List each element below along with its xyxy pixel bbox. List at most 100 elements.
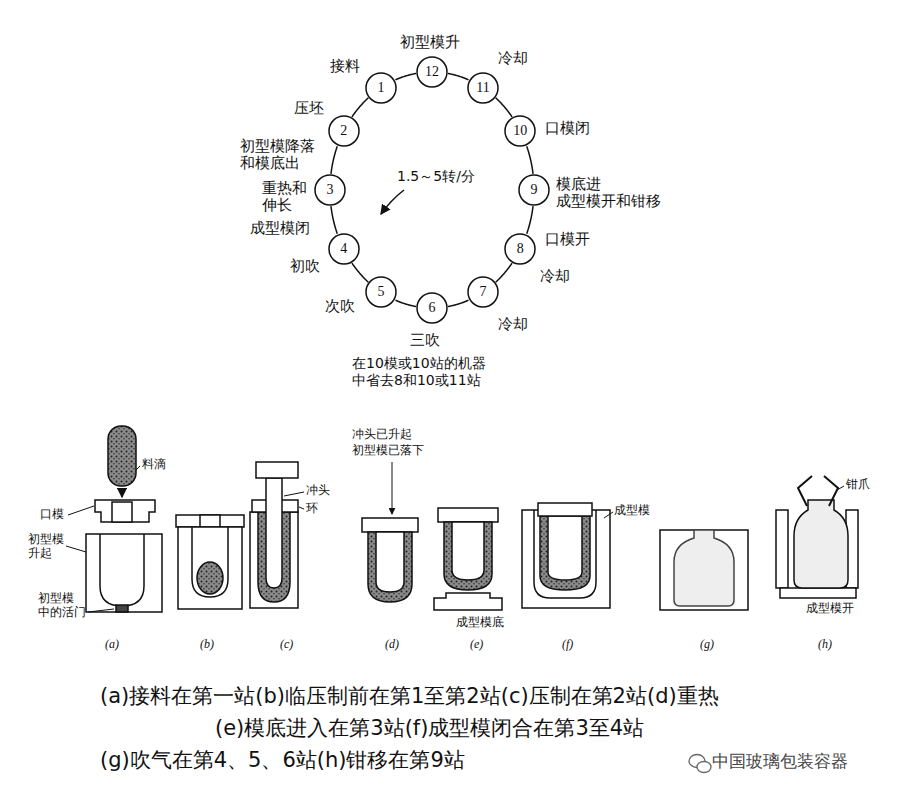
station-number: 11 xyxy=(476,81,489,95)
part-label: 钳爪 xyxy=(846,478,870,492)
ring-segment xyxy=(352,263,368,282)
figure-a xyxy=(112,502,132,522)
subfigure-letter: (b) xyxy=(200,638,214,652)
figure-h xyxy=(794,500,848,588)
figure-h xyxy=(776,510,788,588)
station-circle: 10 xyxy=(504,115,536,147)
station-label: 重热和 xyxy=(262,180,307,197)
station-label: 成型模开和钳移 xyxy=(556,193,661,210)
station-label: 初型模升 xyxy=(400,34,460,51)
station-label: 三吹 xyxy=(410,332,440,349)
figure-b xyxy=(192,527,228,597)
station-outline xyxy=(329,234,359,264)
wechat-icon xyxy=(689,755,711,773)
ring-segment xyxy=(496,263,512,282)
figure-a xyxy=(86,534,162,612)
figure-d xyxy=(392,462,393,514)
ring-segment xyxy=(331,206,337,234)
caption-line: (e)模底进入在第3站(f)成型模闭合在第3至4站 xyxy=(215,716,644,740)
caption-line: (g)吹气在第4、5、6站(h)钳移在第9站 xyxy=(100,748,465,772)
figure-f xyxy=(604,512,613,518)
figure-f xyxy=(538,503,592,516)
station-number: 10 xyxy=(513,124,527,138)
figure-c xyxy=(284,492,304,496)
part-label: 成型模底 xyxy=(456,616,504,630)
figure-a xyxy=(68,506,94,515)
station-circle: 4 xyxy=(328,233,360,265)
station-circle: 8 xyxy=(504,233,536,265)
figure-a xyxy=(136,466,140,470)
figure-d xyxy=(368,532,412,602)
station-label: 口模闭 xyxy=(545,120,590,137)
station-circle: 7 xyxy=(467,276,499,308)
ring-segment xyxy=(352,98,368,117)
figure-f xyxy=(522,503,613,608)
watermark: 中国玻璃包装容器 xyxy=(712,752,848,772)
station-number: 6 xyxy=(429,301,436,315)
figure-c xyxy=(266,478,282,588)
figure-h xyxy=(780,588,856,598)
ring-segment xyxy=(395,73,416,79)
station-label: 接料 xyxy=(330,58,360,75)
figure-e xyxy=(452,522,484,580)
station-label: 伸长 xyxy=(262,197,292,214)
station-outline xyxy=(519,175,549,205)
ring-segment xyxy=(496,98,512,117)
figure-c xyxy=(299,507,304,509)
part-label: 初型模已落下 xyxy=(352,444,424,458)
station-label: 口模开 xyxy=(545,231,590,248)
ring-segment xyxy=(527,146,533,174)
station-number: 1 xyxy=(378,81,385,95)
part-label: 冲头 xyxy=(306,484,330,498)
figure-e xyxy=(434,508,502,610)
note: 中省去8和10或11站 xyxy=(352,372,481,388)
station-label: 次吹 xyxy=(325,298,355,315)
figure-a xyxy=(100,534,144,606)
ring-segment xyxy=(527,206,533,234)
station-number: 4 xyxy=(340,242,347,256)
station-label: 初吹 xyxy=(290,258,320,275)
station-outline xyxy=(505,234,535,264)
ring-segment xyxy=(448,73,469,79)
ring-segment xyxy=(448,300,469,306)
station-number: 5 xyxy=(378,285,385,299)
figure-h xyxy=(837,486,844,490)
figure-h xyxy=(776,476,858,598)
figure-e xyxy=(444,522,492,590)
figure-f xyxy=(540,516,590,590)
station-number: 7 xyxy=(480,285,487,299)
station-label: 和模底出 xyxy=(240,155,300,172)
figure-b xyxy=(178,527,242,609)
figure-b xyxy=(200,515,220,527)
figure-e xyxy=(438,508,498,522)
subfigure-letter: (e) xyxy=(470,638,483,652)
station-circle: 1 xyxy=(365,72,397,104)
figure-a xyxy=(121,488,123,497)
station-outline xyxy=(468,73,498,103)
station-label: 初型模降落 xyxy=(240,138,315,155)
figure-d xyxy=(362,518,418,532)
station-circle: 2 xyxy=(328,115,360,147)
station-label: 冷却 xyxy=(498,50,528,67)
figure-a xyxy=(95,500,155,522)
part-label: 升起 xyxy=(28,547,52,561)
part-label: 中的活门 xyxy=(38,606,86,620)
figure-a xyxy=(88,609,114,612)
figure-c xyxy=(250,462,304,608)
subfigure-letter: (g) xyxy=(700,638,714,652)
station-label: 冷却 xyxy=(540,268,570,285)
part-label: 环 xyxy=(306,502,318,516)
part-label: 初型模 xyxy=(28,533,64,547)
figure-f xyxy=(548,516,582,580)
figure-b xyxy=(197,562,223,594)
subfigure-letter: (c) xyxy=(280,638,293,652)
figure-e xyxy=(434,593,502,610)
figure-g xyxy=(660,530,748,610)
ring-segment xyxy=(331,146,337,174)
subfigure-letter: (h) xyxy=(818,638,832,652)
figure-a xyxy=(66,546,86,552)
station-outline xyxy=(329,116,359,146)
figure-d xyxy=(362,462,418,602)
